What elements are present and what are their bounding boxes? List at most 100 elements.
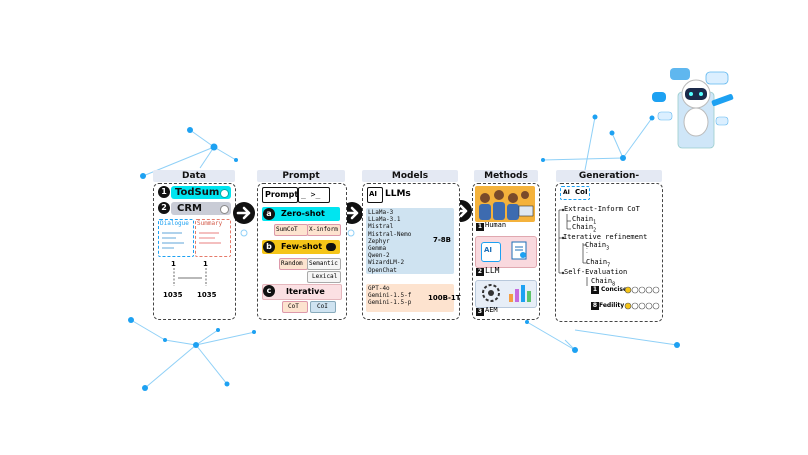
iterative-letter: c bbox=[263, 285, 275, 297]
open-model-item: Zephyr bbox=[368, 237, 390, 245]
llm-ai-icon bbox=[481, 242, 501, 262]
header-generation: Generation-Evaluation bbox=[556, 170, 662, 193]
sumcot-label: SumCoT bbox=[276, 226, 298, 233]
dialogue-lines bbox=[162, 232, 184, 249]
x-inform-label: X-inform bbox=[309, 226, 338, 233]
prompt-title-box bbox=[262, 187, 298, 203]
open-size-label: 7-8B bbox=[433, 236, 451, 244]
toggle-icon bbox=[326, 243, 336, 251]
aem-image bbox=[475, 280, 537, 308]
chain1-label: Chain1 bbox=[572, 215, 596, 225]
fidelity-number: 8 bbox=[591, 302, 599, 310]
aem-number: 3 bbox=[476, 308, 484, 316]
few-shot-bar bbox=[262, 240, 340, 254]
x-inform-chip bbox=[307, 224, 341, 236]
open-model-item: Gemma bbox=[368, 245, 387, 253]
closed-model-item: GPT-4o bbox=[368, 285, 390, 292]
iterative-bar bbox=[262, 284, 342, 300]
summary-label: Summary bbox=[197, 220, 223, 227]
terminal-cursor: _ >_ bbox=[301, 190, 321, 199]
human-number: 1 bbox=[476, 223, 484, 231]
count-right: 1035 bbox=[197, 291, 217, 299]
crm-dot-icon bbox=[220, 205, 229, 214]
generation-panel bbox=[555, 183, 663, 322]
llms-label: LLMs bbox=[385, 189, 411, 199]
arrow-right-icon bbox=[233, 202, 255, 224]
open-model-item: Qwen-2 bbox=[368, 252, 390, 260]
few-shot-label: Few-shot bbox=[281, 242, 323, 251]
data-item2-number: 2 bbox=[158, 202, 170, 214]
open-model-item: Mistral bbox=[368, 223, 394, 231]
zero-shot-label: Zero-shot bbox=[281, 209, 325, 218]
todsum-label: TodSum bbox=[175, 187, 220, 198]
closed-size-label: 100B-1T bbox=[428, 294, 461, 302]
gear-chart-icon bbox=[482, 284, 531, 302]
fidelity-label: Fedility bbox=[599, 302, 625, 309]
iterative-refinement-label: Iterative refinement bbox=[563, 233, 648, 241]
open-model-item: LLaMa-3 bbox=[368, 209, 394, 216]
chain8-label: Chain8 bbox=[591, 277, 615, 287]
llm-label: LLM bbox=[485, 266, 500, 275]
ai-chip-icon bbox=[367, 187, 383, 203]
zero-shot-bar bbox=[262, 207, 340, 221]
llm-ai-label: AI bbox=[484, 246, 493, 254]
robot-icon bbox=[652, 68, 734, 149]
document-check-icon bbox=[511, 241, 527, 260]
count-one-right: 1 bbox=[203, 260, 208, 268]
extract-inform-label: Extract-Inform CoT bbox=[564, 205, 640, 213]
chain7-text: Chain bbox=[586, 258, 608, 266]
coi-chip bbox=[310, 301, 336, 313]
header-models: Models bbox=[362, 170, 458, 182]
crm-pill bbox=[171, 202, 231, 215]
aem-label: AEM bbox=[485, 306, 498, 314]
chain7-subscript: 7 bbox=[607, 262, 611, 269]
terminal-box bbox=[298, 187, 330, 203]
ai-chip-label: AI bbox=[369, 190, 378, 198]
header-data: Data bbox=[153, 170, 235, 182]
count-left: 1035 bbox=[163, 291, 183, 299]
chain3-label: Chain3 bbox=[585, 241, 609, 251]
coi-label: CoI bbox=[317, 303, 328, 310]
people-icon bbox=[479, 190, 534, 220]
open-model-item: WizardLM-2 bbox=[368, 259, 405, 267]
chain8-subscript: 8 bbox=[612, 281, 616, 288]
closed-models-box bbox=[366, 284, 454, 312]
col-ai-label: AI bbox=[563, 189, 570, 196]
chain1-text: Chain bbox=[572, 215, 594, 223]
concise-label: Concise bbox=[601, 286, 628, 293]
llm-number: 2 bbox=[476, 268, 484, 276]
data-item1-number: 1 bbox=[158, 186, 170, 198]
chain2-label: Chain2 bbox=[572, 223, 596, 233]
fidelity-rating-icon bbox=[624, 302, 660, 310]
summary-lines bbox=[199, 232, 221, 244]
semantic-label: Semantic bbox=[309, 260, 338, 267]
chain2-text: Chain bbox=[572, 223, 594, 231]
col-header-box bbox=[560, 186, 590, 200]
open-model-item: LLaMa-3.1 bbox=[368, 216, 401, 224]
todsum-dot-icon bbox=[220, 189, 229, 198]
chain2-subscript: 2 bbox=[593, 227, 597, 234]
human-label: Human bbox=[485, 221, 507, 229]
cot-chip bbox=[282, 301, 308, 313]
todsum-pill bbox=[171, 186, 231, 199]
count-one-left: 1 bbox=[171, 260, 176, 268]
chain1-subscript: 1 bbox=[593, 219, 597, 226]
chain7-label: Chain7 bbox=[586, 258, 610, 268]
open-model-item: OpenChat bbox=[368, 266, 397, 274]
dialogue-label: Dialogue bbox=[160, 220, 189, 227]
chain3-subscript: 3 bbox=[606, 245, 610, 252]
crm-label: CRM bbox=[177, 203, 202, 214]
self-evaluation-label: Self-Evaluation bbox=[564, 268, 628, 276]
lexical-label: Lexical bbox=[312, 273, 338, 280]
open-model-item: Mistral-Nemo bbox=[368, 230, 412, 238]
count-bracket bbox=[173, 268, 207, 286]
concise-number: 1 bbox=[591, 286, 599, 294]
few-shot-letter: b bbox=[263, 241, 275, 253]
header-methods: Methods bbox=[474, 170, 538, 182]
random-label: Random bbox=[281, 260, 303, 267]
vertical-dots: ·· bbox=[586, 246, 588, 257]
zero-shot-letter: a bbox=[263, 208, 275, 220]
iterative-label: Iterative bbox=[286, 287, 325, 296]
